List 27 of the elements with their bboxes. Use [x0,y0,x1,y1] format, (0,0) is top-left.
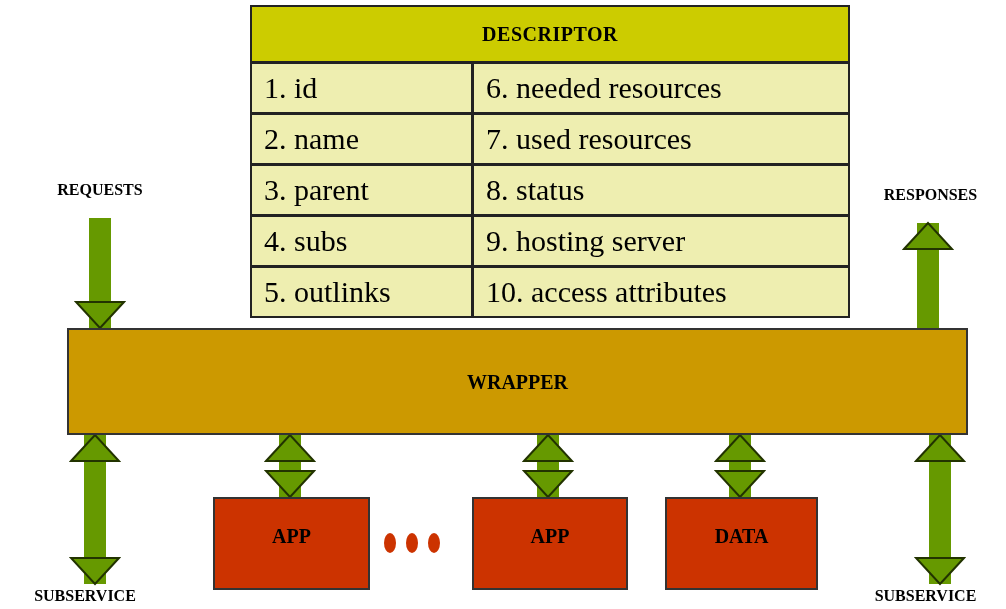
table-cell: 10. access attributes [474,268,848,316]
descriptor-table [250,5,850,318]
block-arrow [70,434,120,585]
table-cell: 9. hosting server [474,217,848,265]
block-arrow [75,218,125,329]
node-label: RESPONSES [855,183,1006,223]
block-arrow [915,434,965,585]
block-arrow [715,434,765,498]
table-cell: 5. outlinks [252,268,471,316]
component-box: DATA [665,497,818,590]
block-arrow [903,222,953,328]
node-label: SUBSERVICE [0,584,170,609]
node-label: SUBSERVICE [845,584,1006,609]
wrapper-box: WRAPPER [67,328,968,435]
node-label: REQUESTS [30,178,170,218]
table-cell: 2. name [252,115,471,163]
table-cell: 7. used resources [474,115,848,163]
table-cell: 1. id [252,64,471,112]
table-header: DESCRIPTOR [252,7,848,61]
table-cell: 6. needed resources [474,64,848,112]
block-arrow [265,434,315,498]
table-cell: 3. parent [252,166,471,214]
table-cell: 8. status [474,166,848,214]
table-cell: 4. subs [252,217,471,265]
component-box: APP [213,497,370,590]
block-arrow [523,434,573,498]
component-box: APP [472,497,628,590]
